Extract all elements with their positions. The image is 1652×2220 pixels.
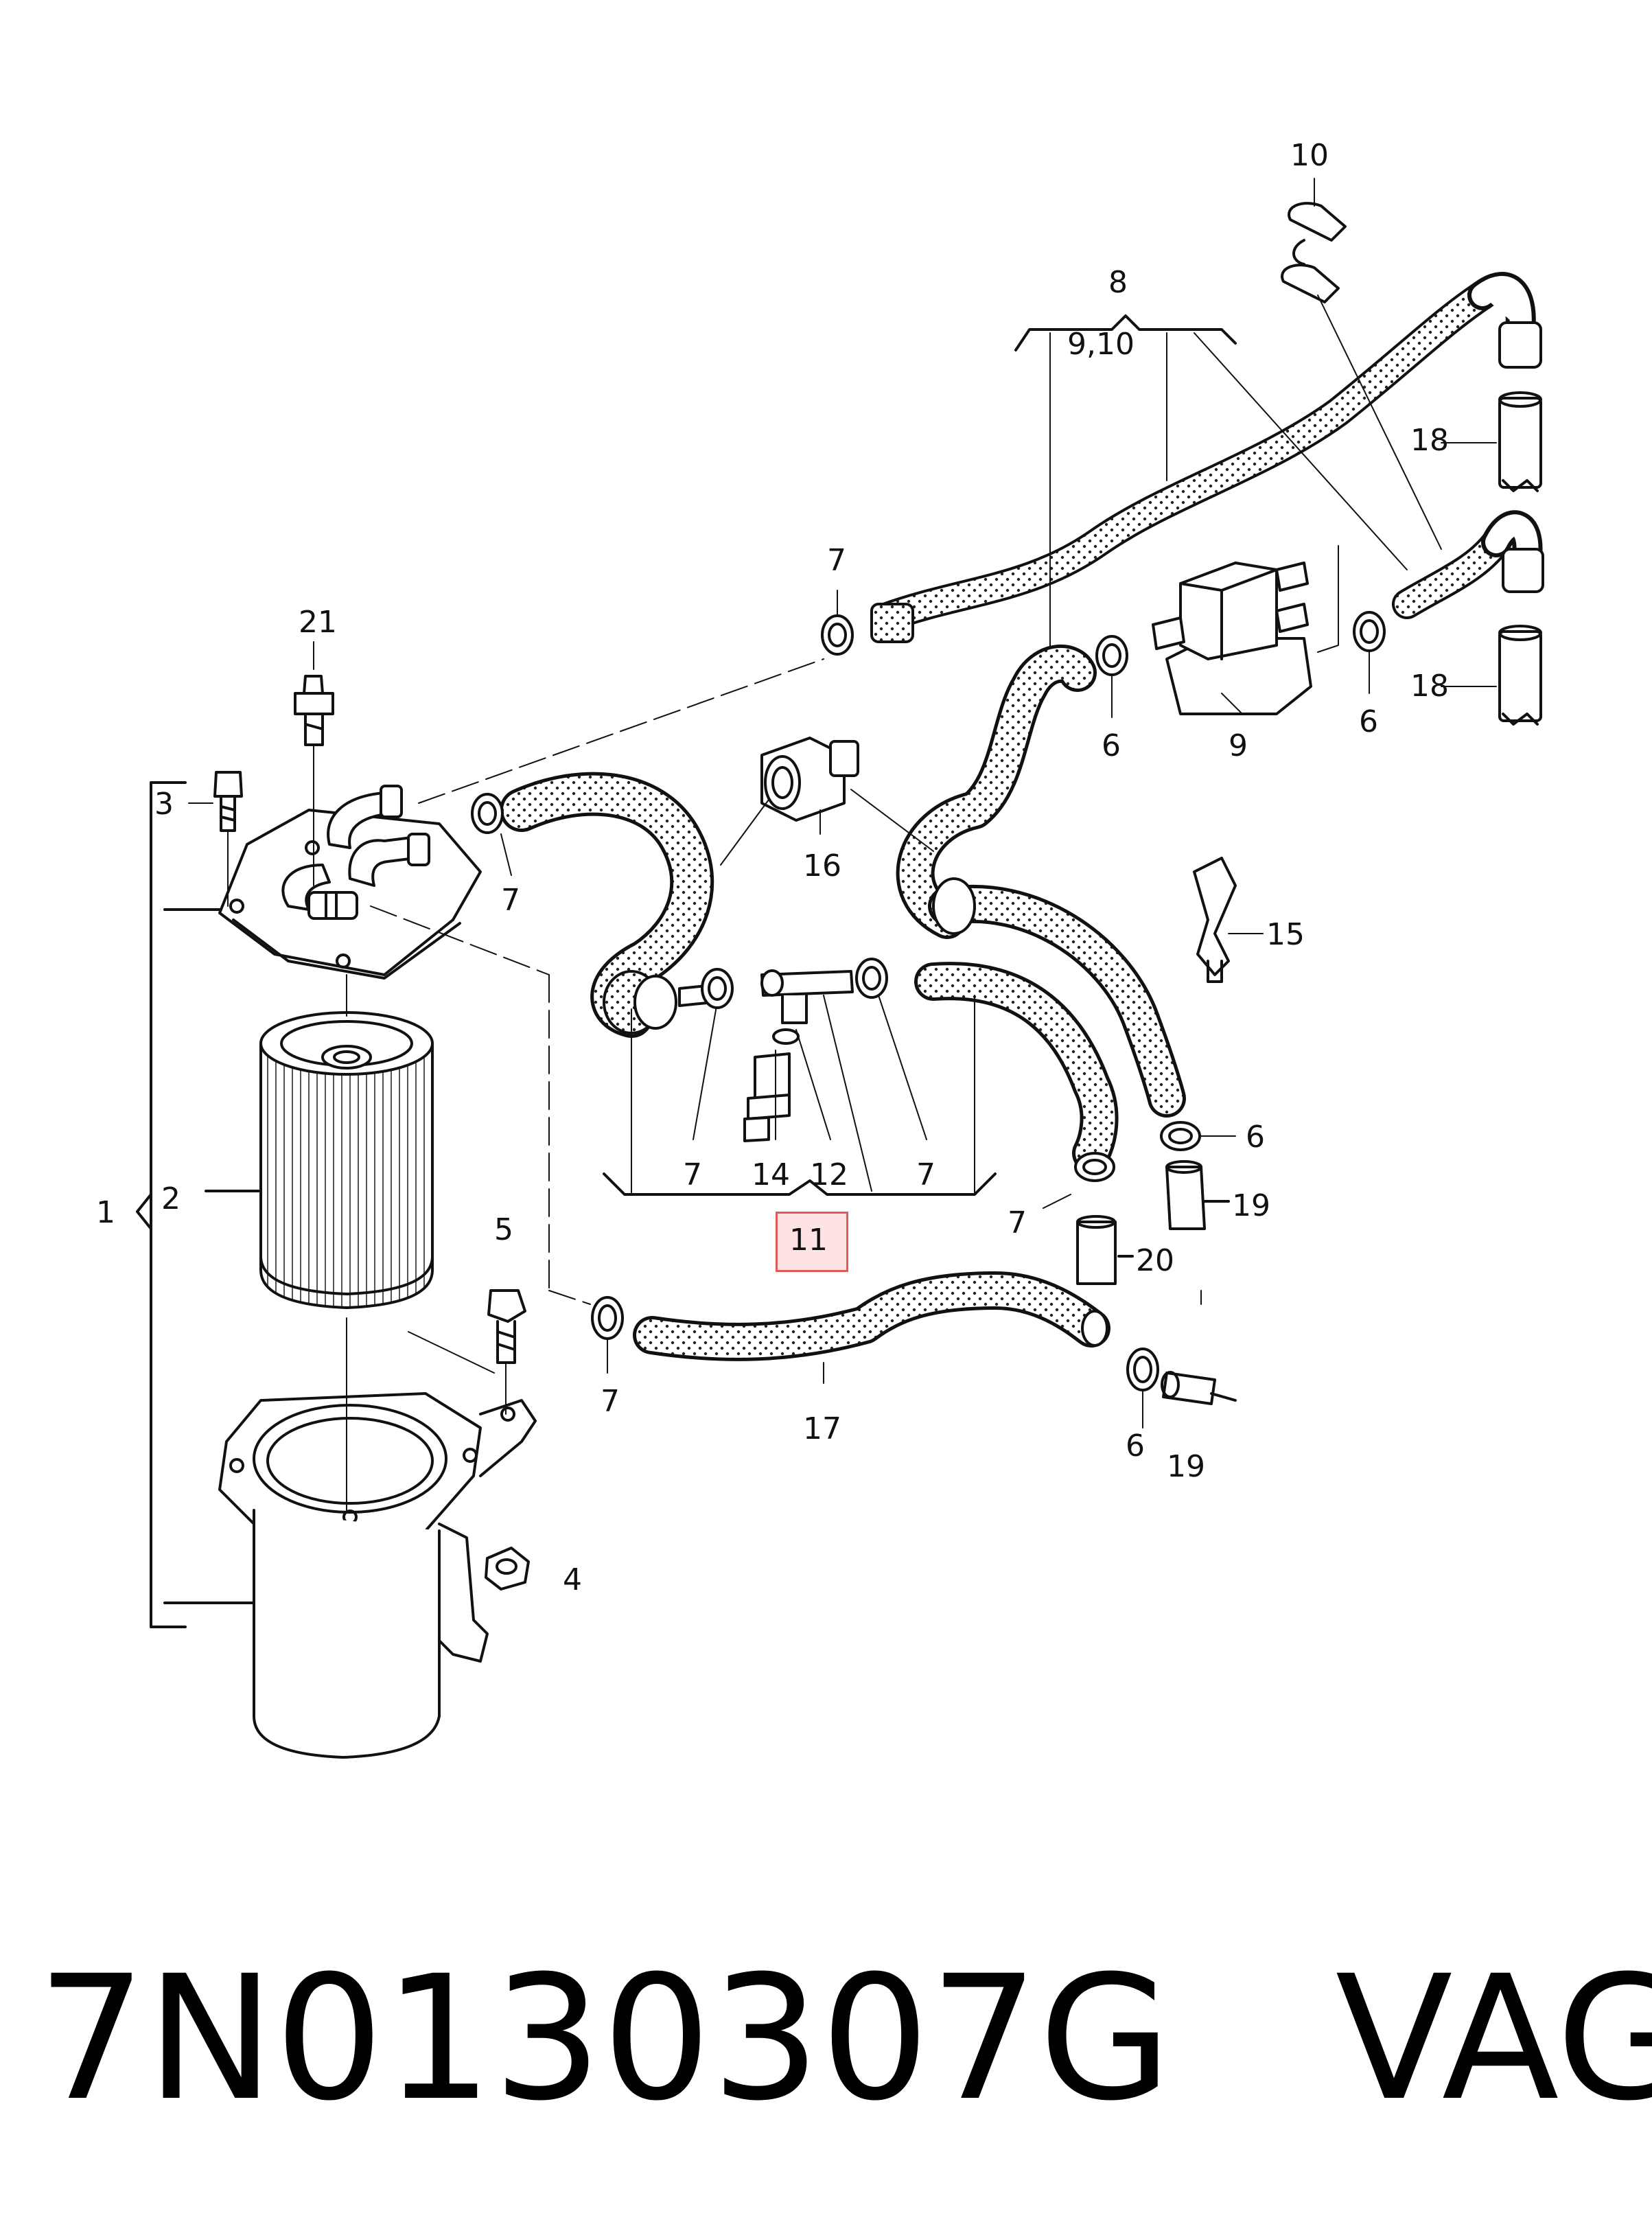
callout-18b: 18 xyxy=(1410,669,1449,704)
clamp-7b xyxy=(471,793,504,834)
callout-14: 14 xyxy=(752,1157,790,1192)
callout-7c: 7 xyxy=(683,1157,702,1192)
callout-1: 1 xyxy=(96,1195,115,1230)
bracket-8 xyxy=(1014,314,1237,351)
bracket-11 xyxy=(603,1172,997,1196)
clamp-7a xyxy=(821,614,854,656)
callout-19b: 19 xyxy=(1167,1449,1205,1484)
callout-16: 16 xyxy=(803,848,841,883)
callout-2: 2 xyxy=(161,1181,181,1216)
clamp-7c xyxy=(701,968,734,1009)
callout-21: 21 xyxy=(299,605,337,640)
part-number-caption: 7N0130307G VAG xyxy=(37,1939,1652,2138)
callout-7b: 7 xyxy=(501,883,520,918)
pipe-19-right xyxy=(1165,1160,1230,1230)
part-11-highlight xyxy=(776,1212,848,1272)
callout-6a: 6 xyxy=(1102,728,1121,763)
callout-9: 9 xyxy=(1229,728,1248,763)
callout-6b: 6 xyxy=(1359,704,1378,739)
clamp-7e xyxy=(1074,1152,1115,1182)
callout-5: 5 xyxy=(494,1212,513,1247)
callout-15: 15 xyxy=(1266,917,1305,952)
callout-17: 17 xyxy=(803,1411,841,1446)
callout-3: 3 xyxy=(154,787,174,822)
sensor-14 xyxy=(743,1028,800,1142)
bolt-21 xyxy=(294,675,334,746)
bolt-5 xyxy=(487,1289,526,1364)
clamp-6c xyxy=(1160,1121,1201,1151)
pipe-18-top xyxy=(1498,391,1542,492)
callout-6d: 6 xyxy=(1126,1429,1145,1464)
bolt-3 xyxy=(213,771,243,832)
filter-housing xyxy=(218,1392,537,1759)
clip-10 xyxy=(1281,202,1347,303)
callout-6c: 6 xyxy=(1246,1120,1265,1155)
filter-element xyxy=(259,1011,434,1309)
filter-head xyxy=(218,785,482,980)
callout-7d: 7 xyxy=(916,1157,935,1192)
callout-8: 8 xyxy=(1108,265,1128,300)
hose-8-long xyxy=(870,280,1498,633)
clamp-7f xyxy=(591,1296,624,1340)
clip-15 xyxy=(1193,857,1237,983)
clamp-6d xyxy=(1126,1348,1159,1391)
callout-9-10: 9,10 xyxy=(1067,327,1135,362)
callout-12: 12 xyxy=(810,1157,848,1192)
pipe-18-bottom xyxy=(1498,625,1542,726)
callout-4: 4 xyxy=(563,1562,582,1597)
pipe-20 xyxy=(1076,1215,1134,1285)
callout-7a: 7 xyxy=(827,543,846,578)
pipe-19-bottom xyxy=(1161,1371,1237,1405)
callout-18a: 18 xyxy=(1410,423,1449,458)
callout-19a: 19 xyxy=(1232,1188,1270,1223)
callout-7f: 7 xyxy=(601,1384,620,1419)
callout-11: 11 xyxy=(789,1223,828,1258)
clamp-6b xyxy=(1353,611,1386,652)
callout-7e: 7 xyxy=(1008,1205,1027,1240)
clamp-6a xyxy=(1095,635,1128,676)
valve-9 xyxy=(1152,562,1312,715)
callout-20: 20 xyxy=(1136,1243,1174,1278)
clamp-7d xyxy=(855,958,888,999)
nut-4 xyxy=(485,1547,530,1591)
bracket-1 xyxy=(150,781,187,1628)
callout-10: 10 xyxy=(1290,138,1329,173)
connector-16 xyxy=(760,737,859,822)
